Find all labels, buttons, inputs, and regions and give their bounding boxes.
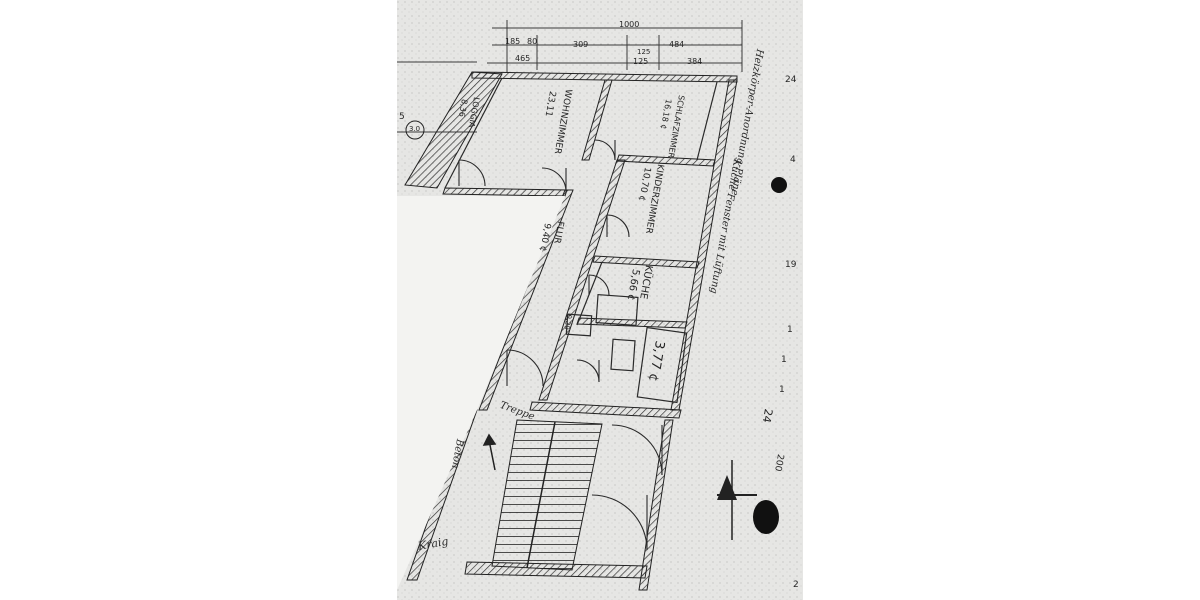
margin-mark-6: 1 xyxy=(779,385,785,395)
dim-seg-1: 185 xyxy=(505,37,521,46)
punch-hole-top xyxy=(771,177,787,193)
entry-arrow xyxy=(482,433,497,471)
margin-mark-3: 19 xyxy=(785,260,797,270)
dim-sub-1: 465 xyxy=(515,54,531,63)
margin-mark-2: 4 xyxy=(790,155,796,165)
margin-mark-1: 24 xyxy=(785,75,797,85)
door-swings xyxy=(458,139,663,551)
dim-seg-2: 80 xyxy=(527,37,538,46)
dim-seg-4: 484 xyxy=(669,40,685,49)
dim-seg-5: 125 xyxy=(633,57,649,66)
overlay-paper xyxy=(397,196,565,590)
margin-mark-4: 1 xyxy=(787,325,793,335)
dim-seg-6: 384 xyxy=(687,57,703,66)
circle-mark xyxy=(405,120,425,140)
walls xyxy=(404,71,738,591)
circle-label: 3.0 xyxy=(409,125,421,133)
dim-seg-3: 309 xyxy=(573,40,589,49)
punch-hole-bottom xyxy=(753,500,779,534)
margin-mark-5: 1 xyxy=(781,355,787,365)
margin-mark-9: 2 xyxy=(793,580,799,590)
dimension-lines xyxy=(397,20,743,133)
dim-sub-2: 125 xyxy=(637,48,651,56)
staircase xyxy=(491,419,603,571)
left-mark: 5 xyxy=(399,112,405,122)
dim-overall: 1000 xyxy=(619,20,640,29)
floor-plan-photo: 1000 185 80 309 484 125 384 465 125 WOHN… xyxy=(397,0,803,600)
margin-mark-7: 24 xyxy=(759,407,775,424)
floor-plan-drawing xyxy=(397,0,803,600)
section-marker xyxy=(717,460,757,540)
